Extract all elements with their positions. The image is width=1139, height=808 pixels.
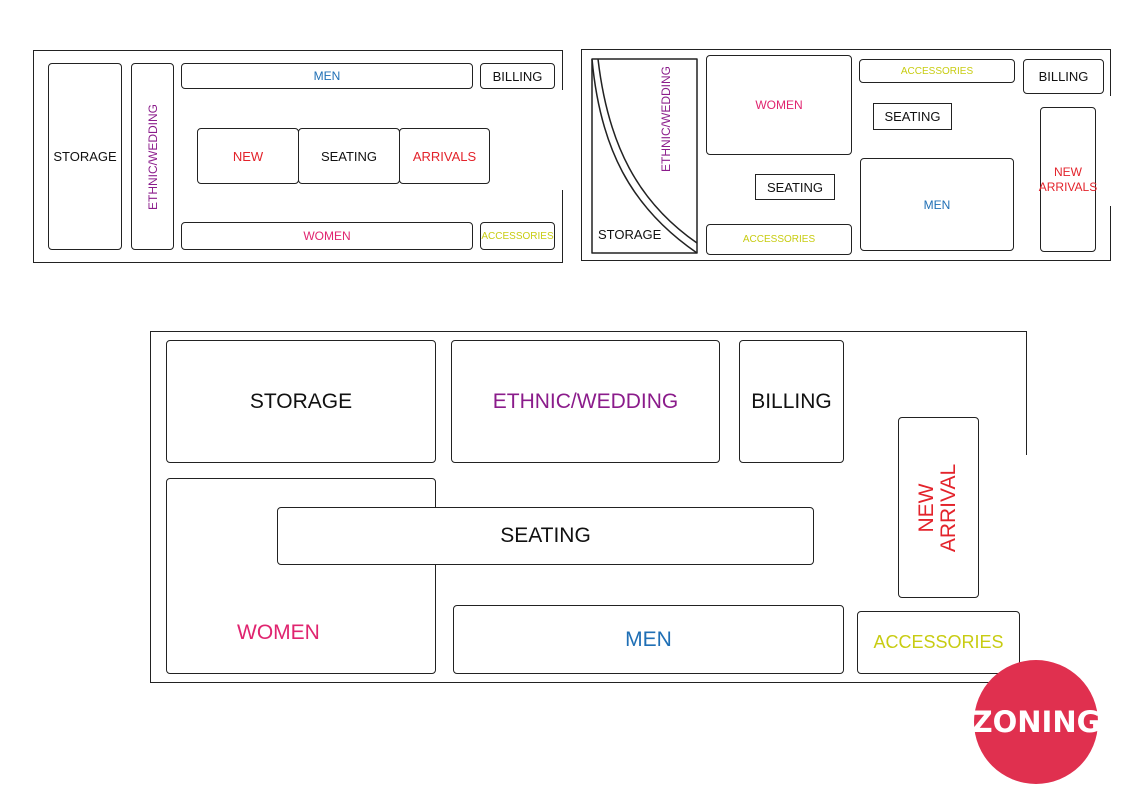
plan-3-men-label: MEN (625, 627, 672, 651)
plan-2-inner-curve-line-2 (597, 58, 698, 244)
plan-3-seating-label: SEATING (500, 524, 591, 547)
plan-1-men-label: MEN (313, 69, 341, 83)
plan-1-seating-label: SEATING (320, 148, 378, 164)
plan-2-seating-top-label: SEATING (884, 109, 941, 124)
plan-1-men-zone: MEN (181, 63, 473, 89)
plan-2-accessories-top-zone: ACCESSORIES (859, 59, 1015, 83)
plan-3-new-arrival-line2: ARRIVAL (937, 463, 961, 552)
plan-2-accessories-bottom-zone: ACCESSORIES (706, 224, 852, 255)
plan-1-seating-zone: SEATING (298, 128, 400, 184)
plan-3-new-arrival-text: NEW ARRIVAL (915, 463, 961, 552)
plan-1-new-label: NEW (232, 148, 264, 164)
plan-1-accessories-label: ACCESSORIES (481, 230, 554, 242)
zoning-badge-label: ZONING (971, 705, 1101, 739)
plan-2-seating-mid-label: SEATING (766, 179, 824, 195)
plan-1-ethnic-wedding-zone: ETHNIC/WEDDING (131, 63, 174, 250)
plan-2-men-zone: MEN (860, 158, 1014, 251)
plan-2-storage-label: STORAGE (598, 227, 662, 242)
plan-3-billing-label: BILLING (751, 389, 832, 413)
plan-3-ethnic-wedding-zone: ETHNIC/WEDDING (451, 340, 720, 463)
plan-1-women-zone: WOMEN (181, 222, 473, 250)
plan-2-billing-label: BILLING (1038, 69, 1089, 84)
plan-2-seating-top-zone: SEATING (873, 103, 952, 130)
plan-1-arrivals-zone: ARRIVALS (399, 128, 490, 184)
plan-1-ethnic-wedding-label: ETHNIC/WEDDING (145, 103, 160, 210)
plan-3-new-arrival-zone: NEW ARRIVAL (898, 417, 979, 598)
plan-3-accessories-zone: ACCESSORIES (857, 611, 1020, 674)
plan-1-billing-label: BILLING (492, 68, 543, 84)
plan-3-women-label: WOMEN (237, 621, 320, 644)
plan-3-accessories-label: ACCESSORIES (873, 632, 1004, 652)
plan-2-accessories-top-label: ACCESSORIES (900, 65, 974, 77)
plan-1-billing-zone: BILLING (480, 63, 555, 89)
plan-2-new-arrivals-line2: ARRIVALS (1038, 179, 1098, 194)
plan-1-new-zone: NEW (197, 128, 299, 184)
plan-2-billing-zone: BILLING (1023, 59, 1104, 94)
plan-3-ethnic-wedding-label: ETHNIC/WEDDING (492, 389, 679, 413)
plan-2-outer-curve-line (591, 58, 698, 254)
plan-3-entrance-gap (1025, 455, 1029, 663)
plan-1-accessories-zone: ACCESSORIES (480, 222, 555, 250)
plan-3-billing-zone: BILLING (739, 340, 844, 463)
plan-1-arrivals-label: ARRIVALS (412, 148, 477, 164)
plan-2-new-arrivals-zone: NEW ARRIVALS (1038, 107, 1098, 252)
plan-2-men-label: MEN (923, 197, 951, 212)
plan-1-storage-zone: STORAGE (48, 63, 122, 250)
plan-2-entrance-gap (1109, 96, 1113, 206)
plan-1-storage-label: STORAGE (53, 149, 117, 164)
plan-2-women-zone: WOMEN (706, 55, 852, 155)
plan-2-accessories-bottom-label: ACCESSORIES (742, 234, 816, 245)
plan-3-new-arrival-line1: NEW (915, 483, 939, 532)
plan-2-new-arrivals-line1: NEW (1054, 164, 1082, 179)
plan-2-seating-mid-zone: SEATING (755, 174, 835, 200)
plan-2-storage-ethnic-curve (591, 58, 698, 254)
plan-3-seating-zone: SEATING (277, 507, 814, 565)
plan-2-women-label: WOMEN (755, 98, 803, 112)
plan-3-men-zone: MEN (453, 605, 844, 674)
plan-1-women-label: WOMEN (303, 229, 351, 243)
plan-1-entrance-gap (561, 90, 565, 190)
plan-3-storage-label: STORAGE (249, 389, 353, 413)
plan-2-inner-curve-line (591, 58, 698, 254)
zoning-badge: ZONING (971, 660, 1101, 784)
plan-2-ethnic-wedding-label: ETHNIC/WEDDING (659, 66, 673, 172)
plan-3-storage-zone: STORAGE (166, 340, 436, 463)
